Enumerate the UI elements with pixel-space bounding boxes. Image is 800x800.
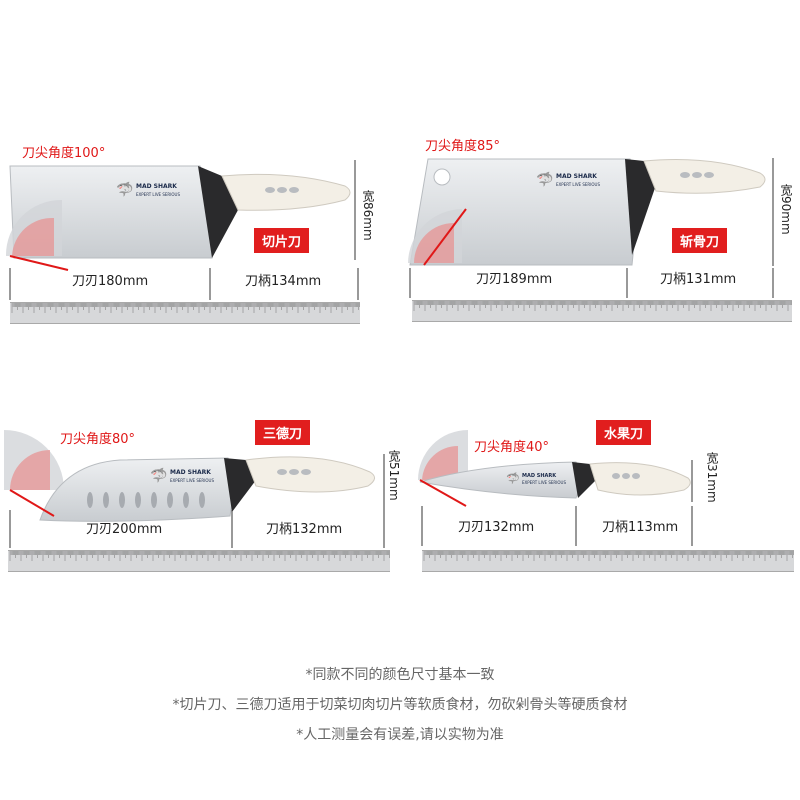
knife-panel-cleaver: 刀尖角度85° 🦈 MAD SHARK EXPERT LIVE SERIOUS … <box>400 130 800 330</box>
dimension-lines <box>421 460 693 546</box>
note-measurement-error: *人工测量会有误差,请以实物为准 <box>296 727 504 743</box>
ruler-ticks <box>11 303 360 313</box>
blade-length-label: 刀刃132mm <box>458 520 535 535</box>
shark-icon: 🦈 <box>536 172 554 188</box>
ruler-ticks <box>9 551 390 561</box>
brand-tagline: EXPERT LIVE SERIOUS <box>522 480 566 485</box>
ruler-ticks <box>423 551 794 561</box>
measuring-ruler <box>422 550 794 572</box>
measuring-ruler <box>8 550 390 572</box>
tip-angle-label: 刀尖角度85° <box>425 139 501 154</box>
brand-name: MAD SHARK <box>522 473 557 479</box>
brand-tagline: EXPERT LIVE SERIOUS <box>170 478 214 483</box>
shark-icon: 🦈 <box>150 468 168 484</box>
handle-length-label: 刀柄132mm <box>266 522 343 537</box>
slicing-knife-image <box>5 165 351 271</box>
knife-name-badge: 水果刀 <box>596 420 652 445</box>
tip-angle-label: 刀尖角度80° <box>60 432 136 447</box>
dimension-lines <box>409 158 774 298</box>
width-label: 宽90mm <box>779 184 793 235</box>
knife-name-badge: 三德刀 <box>255 420 311 445</box>
width-label: 宽86mm <box>361 190 375 241</box>
blade-length-label: 刀刃200mm <box>86 522 163 537</box>
brand-name: MAD SHARK <box>170 469 211 476</box>
knife-name-badge: 切片刀 <box>254 228 310 253</box>
santoku-knife-image <box>4 430 375 522</box>
dimension-lines <box>9 454 385 548</box>
ruler-ticks <box>413 301 792 311</box>
dimension-lines <box>9 160 359 300</box>
shark-icon: 🦈 <box>506 472 520 485</box>
fruit-knife-image <box>418 430 691 507</box>
measuring-ruler <box>412 300 792 322</box>
blade-length-label: 刀刃189mm <box>476 272 553 287</box>
handle-length-label: 刀柄131mm <box>660 272 737 287</box>
brand-name: MAD SHARK <box>556 173 597 180</box>
measuring-ruler <box>10 302 360 324</box>
tip-angle-label: 刀尖角度100° <box>22 146 106 161</box>
blade-length-label: 刀刃180mm <box>72 274 149 289</box>
knife-panel-slicing: 刀尖角度100° 🦈 MAD SHARK EXPERT LIVE SERIOUS… <box>0 130 400 330</box>
brand-name: MAD SHARK <box>136 183 177 190</box>
knife-panel-fruit: 水果刀 刀尖角度40° 🦈 MAD SHARK EXPERT LIVE SERI… <box>400 410 800 585</box>
handle-length-label: 刀柄134mm <box>245 274 322 289</box>
note-usage-warning: *切片刀、三德刀适用于切菜切肉切片等软质食材，勿砍剁骨头等硬质食材 <box>172 697 628 713</box>
handle-length-label: 刀柄113mm <box>602 520 679 535</box>
brand-tagline: EXPERT LIVE SERIOUS <box>556 182 600 187</box>
knife-name-badge: 斩骨刀 <box>672 228 728 253</box>
width-label: 宽31mm <box>705 452 719 503</box>
cleaver-knife-image <box>408 158 766 266</box>
tip-angle-label: 刀尖角度40° <box>474 440 550 455</box>
shark-icon: 🦈 <box>116 182 134 198</box>
brand-tagline: EXPERT LIVE SERIOUS <box>136 192 180 197</box>
knife-panel-santoku: 刀尖角度80° 三德刀 🦈 MAD SHARK EXPERT LIVE SERI… <box>0 410 401 585</box>
note-color-size: *同款不同的颜色尺寸基本一致 <box>305 667 495 683</box>
footnotes: *同款不同的颜色尺寸基本一致 *切片刀、三德刀适用于切菜切肉切片等软质食材，勿砍… <box>0 660 800 750</box>
width-label: 宽51mm <box>387 450 401 501</box>
